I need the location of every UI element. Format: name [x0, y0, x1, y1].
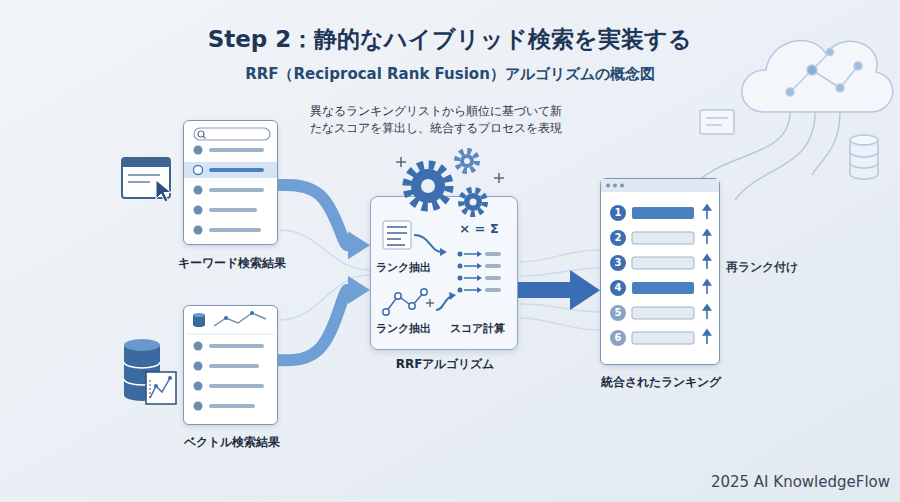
rank-number: 4: [610, 280, 626, 296]
browser-icon: [122, 158, 170, 167]
database-icon: [124, 345, 160, 401]
database-icon: [146, 372, 176, 404]
browser-icon: [156, 180, 171, 202]
flow-arrow: [278, 185, 348, 245]
flow-line: [280, 275, 370, 320]
gear-icon: [464, 158, 470, 164]
cloud-illustration: [807, 65, 817, 75]
flow-line: [520, 250, 600, 262]
cloud-illustration: [840, 66, 858, 88]
browser-icon: [122, 158, 170, 198]
flow-line: [520, 318, 600, 330]
gear-icon: [460, 154, 474, 168]
cloud-illustration: [812, 52, 830, 70]
cloud-illustration: [854, 62, 862, 70]
browser-icon: [128, 181, 150, 183]
database-icon: [150, 378, 170, 398]
cloud-illustration: [827, 49, 834, 56]
list-panel: キーワード検索結果: [183, 120, 278, 245]
panel-caption: ベクトル検索結果: [159, 434, 304, 450]
panel-caption: 統合されたランキング: [571, 374, 751, 390]
rank-number: 2: [610, 230, 626, 246]
rank-number: 1: [610, 205, 626, 221]
cloud-illustration: [742, 41, 893, 112]
rank-number: 3: [610, 255, 626, 271]
step-label: スコア計算: [441, 321, 513, 335]
flow-line: [280, 230, 370, 270]
database-icon: [154, 384, 158, 388]
box-caption: RRFアルゴリズム: [355, 356, 535, 372]
step-label: ランク抽出: [371, 321, 435, 335]
list-panel: ベクトル検索結果: [183, 305, 278, 425]
cloud-illustration: [850, 152, 878, 157]
subtitle: RRF（Reciprocal Rank Fusion）アルゴリズムの概念図: [0, 64, 900, 84]
cloud-illustration: [812, 112, 840, 175]
rank-number: 6: [610, 330, 626, 346]
rank-number: 5: [610, 305, 626, 321]
algorithm-box: ランク抽出ランク抽出スコア計算RRFアルゴリズム: [370, 196, 518, 350]
database-icon: [124, 339, 160, 351]
note-text: 異なるランキングリストから順位に基づいて新たなスコアを算出し、統合するプロセスを…: [310, 103, 572, 138]
flow-line: [520, 304, 600, 312]
side-note: 再ランク付け: [726, 260, 816, 276]
cloud-illustration: [786, 88, 794, 96]
cloud-illustration: [850, 163, 878, 168]
footer-credit: 2025 AI KnowledgeFlow: [640, 472, 890, 492]
gear-icon: [421, 179, 435, 193]
database-icon: [150, 378, 151, 398]
cloud-illustration: [706, 124, 722, 126]
formula-symbol: × = Σ: [449, 220, 509, 238]
database-icon: [168, 376, 172, 380]
flow-arrow: [278, 290, 348, 360]
cloud-illustration: [812, 70, 840, 88]
database-icon: [124, 379, 160, 385]
panel-caption: キーワード検索結果: [159, 255, 304, 271]
cloud-illustration: [700, 110, 734, 134]
step-label: ランク抽出: [371, 260, 435, 274]
browser-icon: [128, 174, 160, 176]
cloud-illustration: [690, 41, 893, 200]
database-icon: [124, 362, 160, 368]
cloud-illustration: [735, 112, 815, 200]
diagram-title: Step 2：静的なハイブリッド検索を実装する: [0, 24, 900, 55]
gear-icon: [494, 173, 504, 183]
gear-icon: [457, 151, 477, 171]
cloud-illustration: [850, 135, 878, 145]
cloud-illustration: [836, 84, 844, 92]
browser-icon: [122, 158, 171, 202]
cloud-illustration: [706, 117, 728, 119]
flow-line: [520, 268, 600, 276]
cloud-illustration: [790, 70, 812, 92]
database-icon: [124, 339, 176, 404]
gear-icon: [396, 157, 406, 167]
flow-arrow: [518, 282, 570, 298]
cloud-illustration: [850, 140, 878, 179]
